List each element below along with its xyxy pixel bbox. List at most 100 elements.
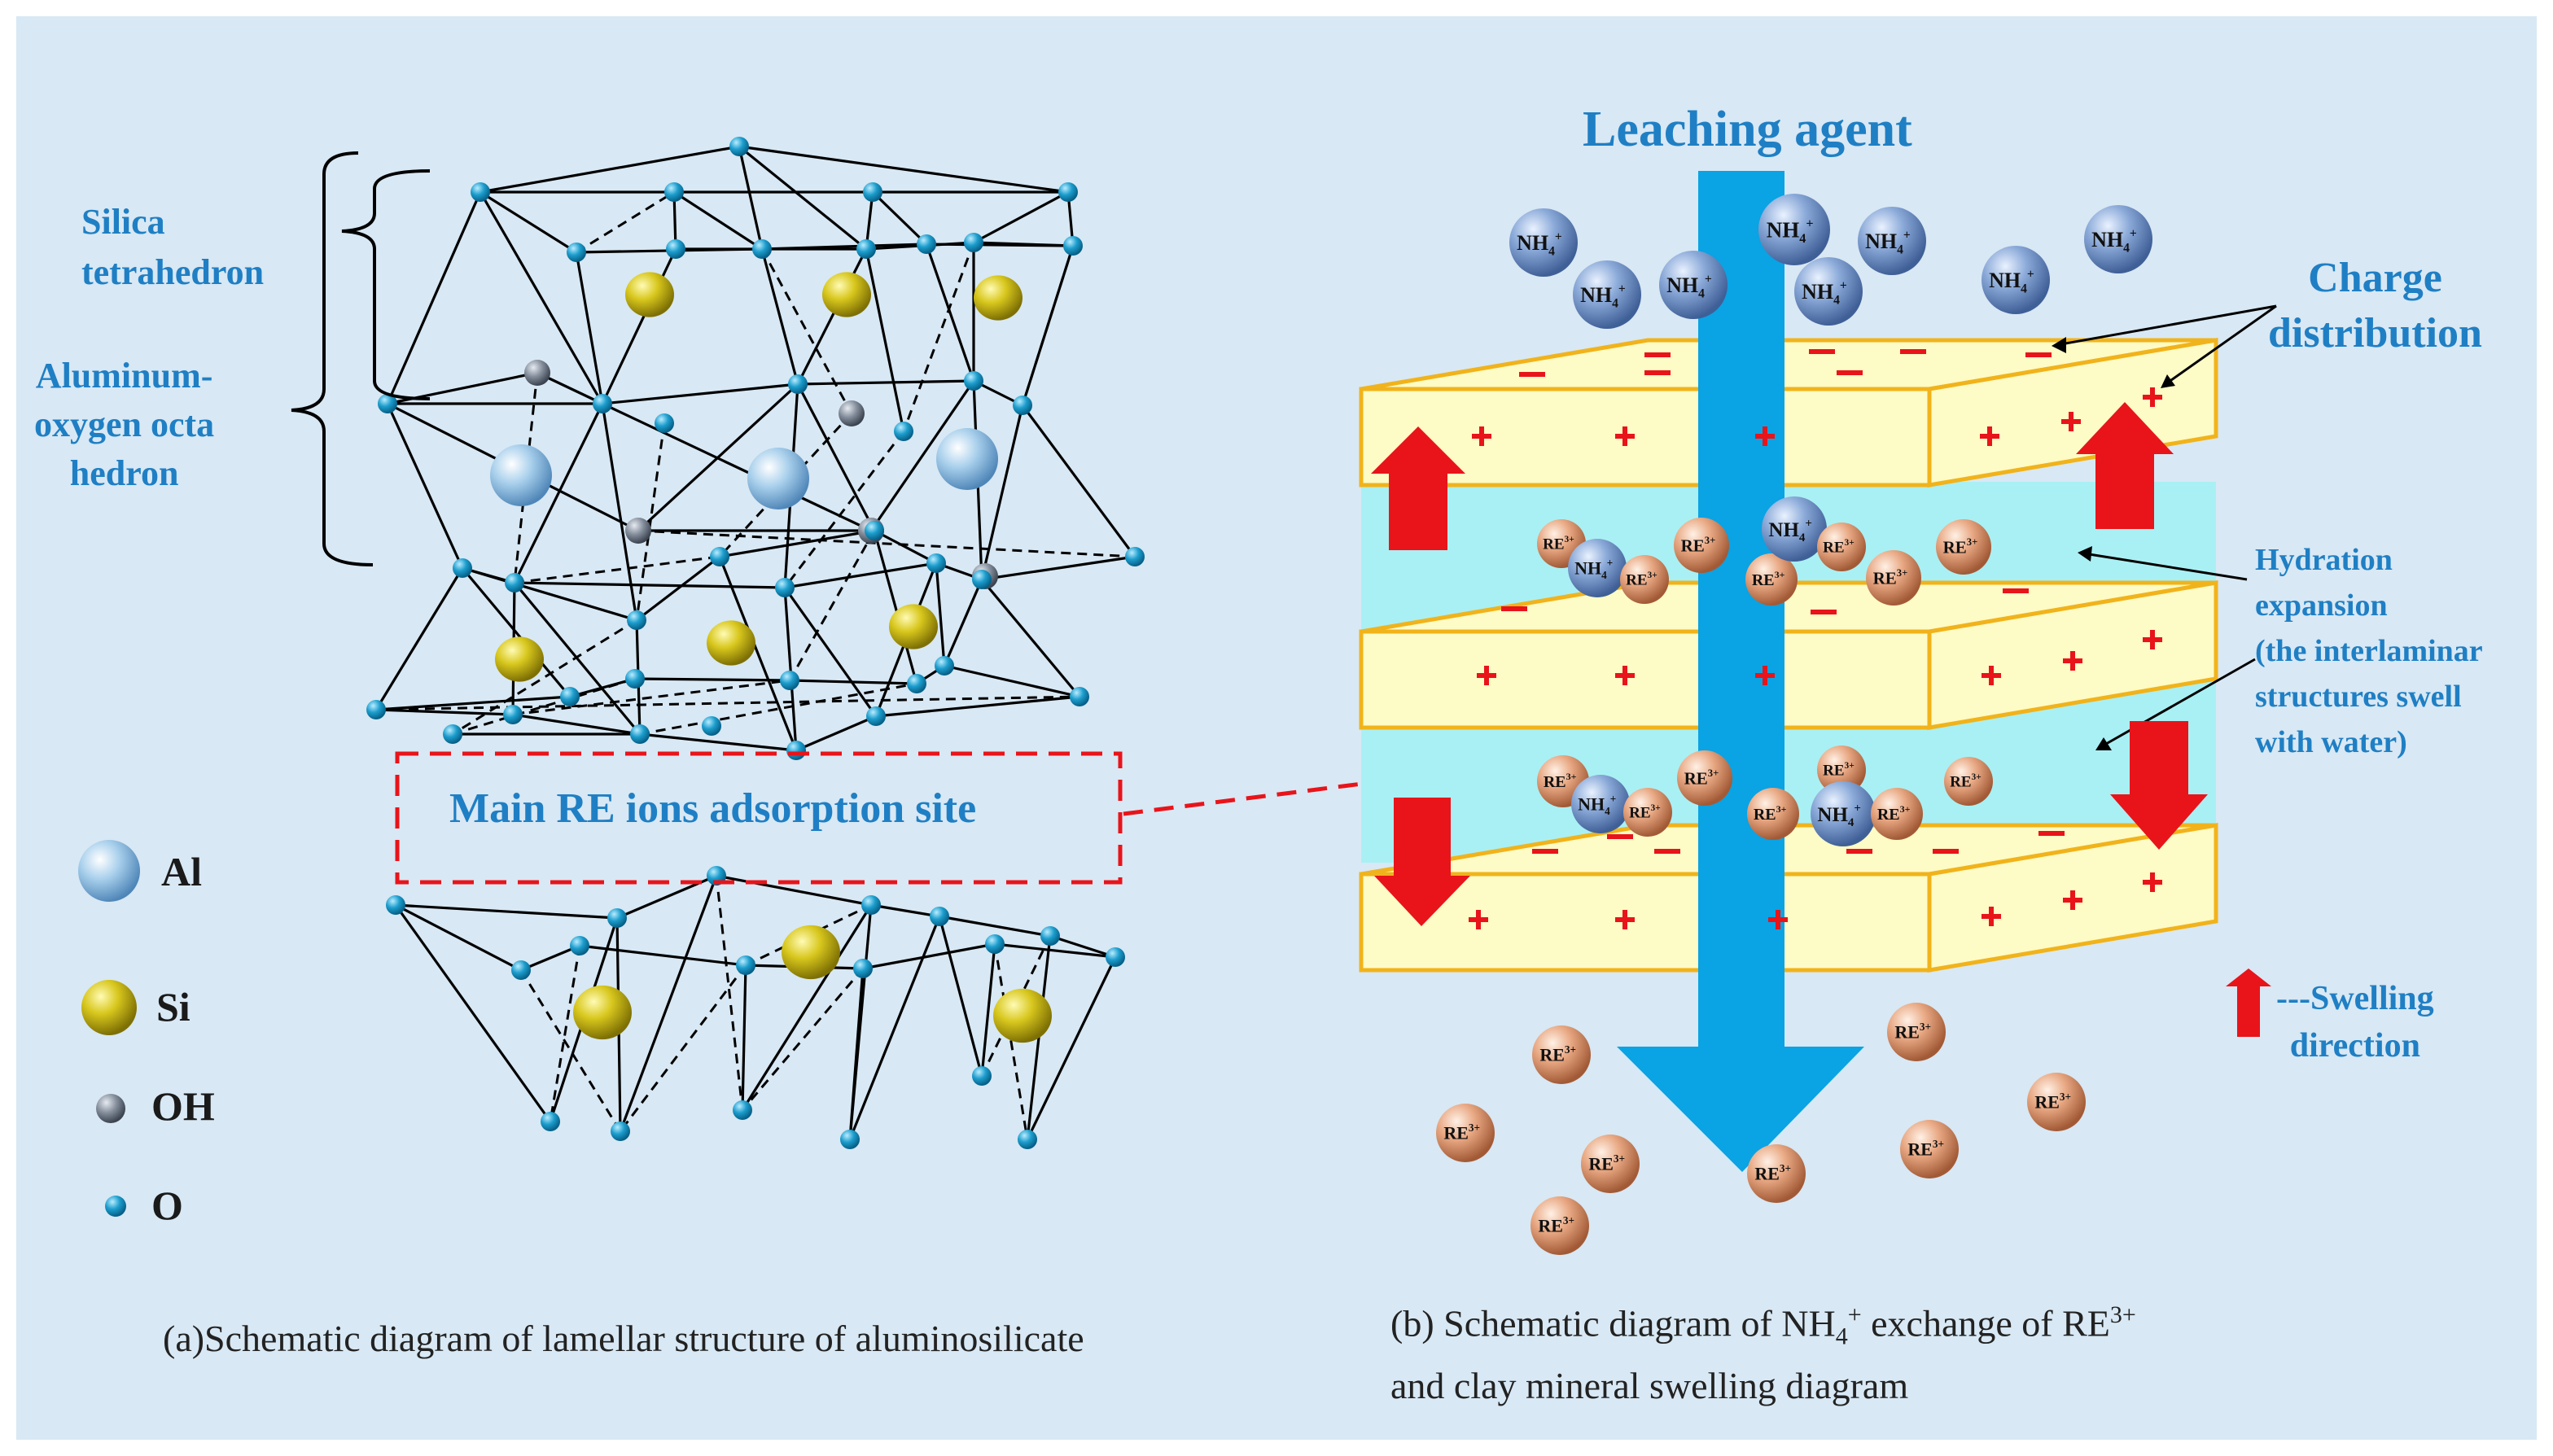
charge-pointer-right	[2165, 304, 2277, 386]
ion-subscript: 4	[1612, 297, 1618, 311]
re-label: RE3+	[1684, 767, 1719, 788]
si-atom	[625, 272, 674, 317]
o-atom	[378, 394, 397, 413]
o-atom	[1106, 947, 1125, 967]
o-atom	[1040, 926, 1060, 946]
o-atom	[736, 955, 755, 975]
ion-superscript: 3+	[1845, 761, 1855, 771]
lattice-bond	[634, 677, 790, 682]
ion-subscript: 4	[1833, 294, 1840, 308]
o-atom	[907, 674, 926, 693]
caption-b-sub: 4	[1835, 1323, 1848, 1350]
re-label: RE3+	[1950, 772, 1982, 791]
o-atom	[775, 578, 795, 597]
lattice-bond	[375, 695, 571, 711]
lattice-bond	[935, 562, 946, 667]
o-atom	[788, 374, 808, 394]
re-sphere	[1936, 519, 1991, 575]
lattice-bond	[575, 251, 604, 404]
ion-superscript: 3+	[2060, 1091, 2071, 1103]
caption-b-part2: exchange of RE	[1861, 1302, 2110, 1345]
re-sphere	[1674, 518, 1729, 573]
clay-layer-front	[1359, 629, 1932, 730]
o-atom	[935, 656, 954, 676]
positive-charge-bar	[1763, 666, 1767, 685]
ion-symbol: RE	[1877, 806, 1900, 824]
re-ion: RE3+	[1436, 1104, 1495, 1162]
re-sphere	[1620, 555, 1669, 604]
negative-charge	[1900, 349, 1926, 354]
re-label: RE3+	[1894, 1021, 1931, 1043]
positive-charge-bar	[1484, 666, 1489, 685]
lattice-bond-dashed	[760, 248, 853, 414]
ion-symbol: NH	[1580, 283, 1612, 307]
o-atom	[664, 182, 684, 202]
nh4-ion: NH4+	[1568, 539, 1627, 597]
re-ion: RE3+	[1817, 522, 1866, 571]
o-atom	[964, 371, 983, 391]
ion-symbol: RE	[1907, 1139, 1933, 1160]
lattice-bond	[514, 581, 786, 589]
ion-symbol: RE	[2034, 1092, 2060, 1113]
ion-superscript: 3+	[1897, 567, 1907, 579]
lattice-bond	[925, 243, 975, 382]
lattice-bond	[374, 567, 464, 711]
lattice-bond	[943, 579, 983, 667]
lattice-bond-dashed	[741, 968, 865, 1111]
charge-pointer-top	[2056, 304, 2277, 347]
nh4-sphere	[1982, 246, 2050, 314]
lattice-bond	[944, 664, 1080, 698]
re-label: RE3+	[1588, 1152, 1625, 1174]
re-sphere	[1745, 553, 1798, 606]
positive-charge-bar	[1622, 910, 1627, 929]
hydration-pointer-upper	[2083, 552, 2248, 581]
lattice-bond	[865, 248, 905, 432]
charge-pointer-top-head	[2052, 337, 2066, 353]
si-atom	[889, 604, 938, 649]
re-sphere	[1944, 757, 1993, 806]
re-label: RE3+	[1538, 1214, 1574, 1236]
ion-symbol: RE	[1950, 774, 1971, 791]
re-ion: RE3+	[1866, 550, 1921, 606]
ion-symbol: RE	[1943, 537, 1967, 557]
lattice-bond	[1021, 404, 1136, 557]
oh-atom	[625, 518, 651, 544]
lattice-bond	[637, 383, 799, 532]
re-ion: RE3+	[1747, 788, 1799, 840]
ion-subscript: 4	[1799, 231, 1806, 246]
ion-subscript: 4	[1698, 287, 1705, 301]
negative-charge	[2003, 588, 2029, 593]
ion-symbol: RE	[1629, 805, 1650, 822]
ion-superscript: 3+	[1972, 772, 1982, 782]
o-atom	[752, 239, 772, 259]
re-label: RE3+	[1823, 538, 1855, 557]
o-atom	[972, 1066, 992, 1086]
re-label: RE3+	[1943, 536, 1978, 557]
ion-symbol: RE	[1443, 1123, 1469, 1143]
ion-superscript: +	[1840, 278, 1847, 292]
nh4-sphere	[1509, 208, 1578, 277]
lattice-bond	[602, 402, 872, 532]
o-atom	[627, 610, 646, 630]
legend-si-label: Si	[156, 984, 190, 1030]
nh4-sphere	[2084, 205, 2152, 273]
lattice-bond	[395, 903, 618, 920]
lattice-bond	[973, 190, 1069, 244]
ion-superscript: 3+	[1775, 569, 1785, 580]
re-label: RE3+	[1539, 1043, 1576, 1065]
lattice-bond	[783, 587, 798, 751]
re-ion: RE3+	[1871, 788, 1923, 840]
al-atom	[747, 448, 809, 509]
o-atom	[861, 895, 881, 915]
lattice-bond	[862, 942, 996, 970]
nh4-label: NH4+	[1865, 228, 1911, 256]
lattice-bond	[512, 713, 641, 736]
negative-charge	[1654, 849, 1680, 854]
re-ion: RE3+	[1745, 553, 1798, 606]
re-ion: RE3+	[1620, 555, 1669, 604]
lattice-bond	[619, 875, 718, 1132]
lattice-bond	[738, 146, 764, 250]
lattice-bond	[873, 530, 918, 684]
nh4-label: NH4+	[1767, 216, 1814, 246]
re-label: RE3+	[1873, 567, 1908, 588]
